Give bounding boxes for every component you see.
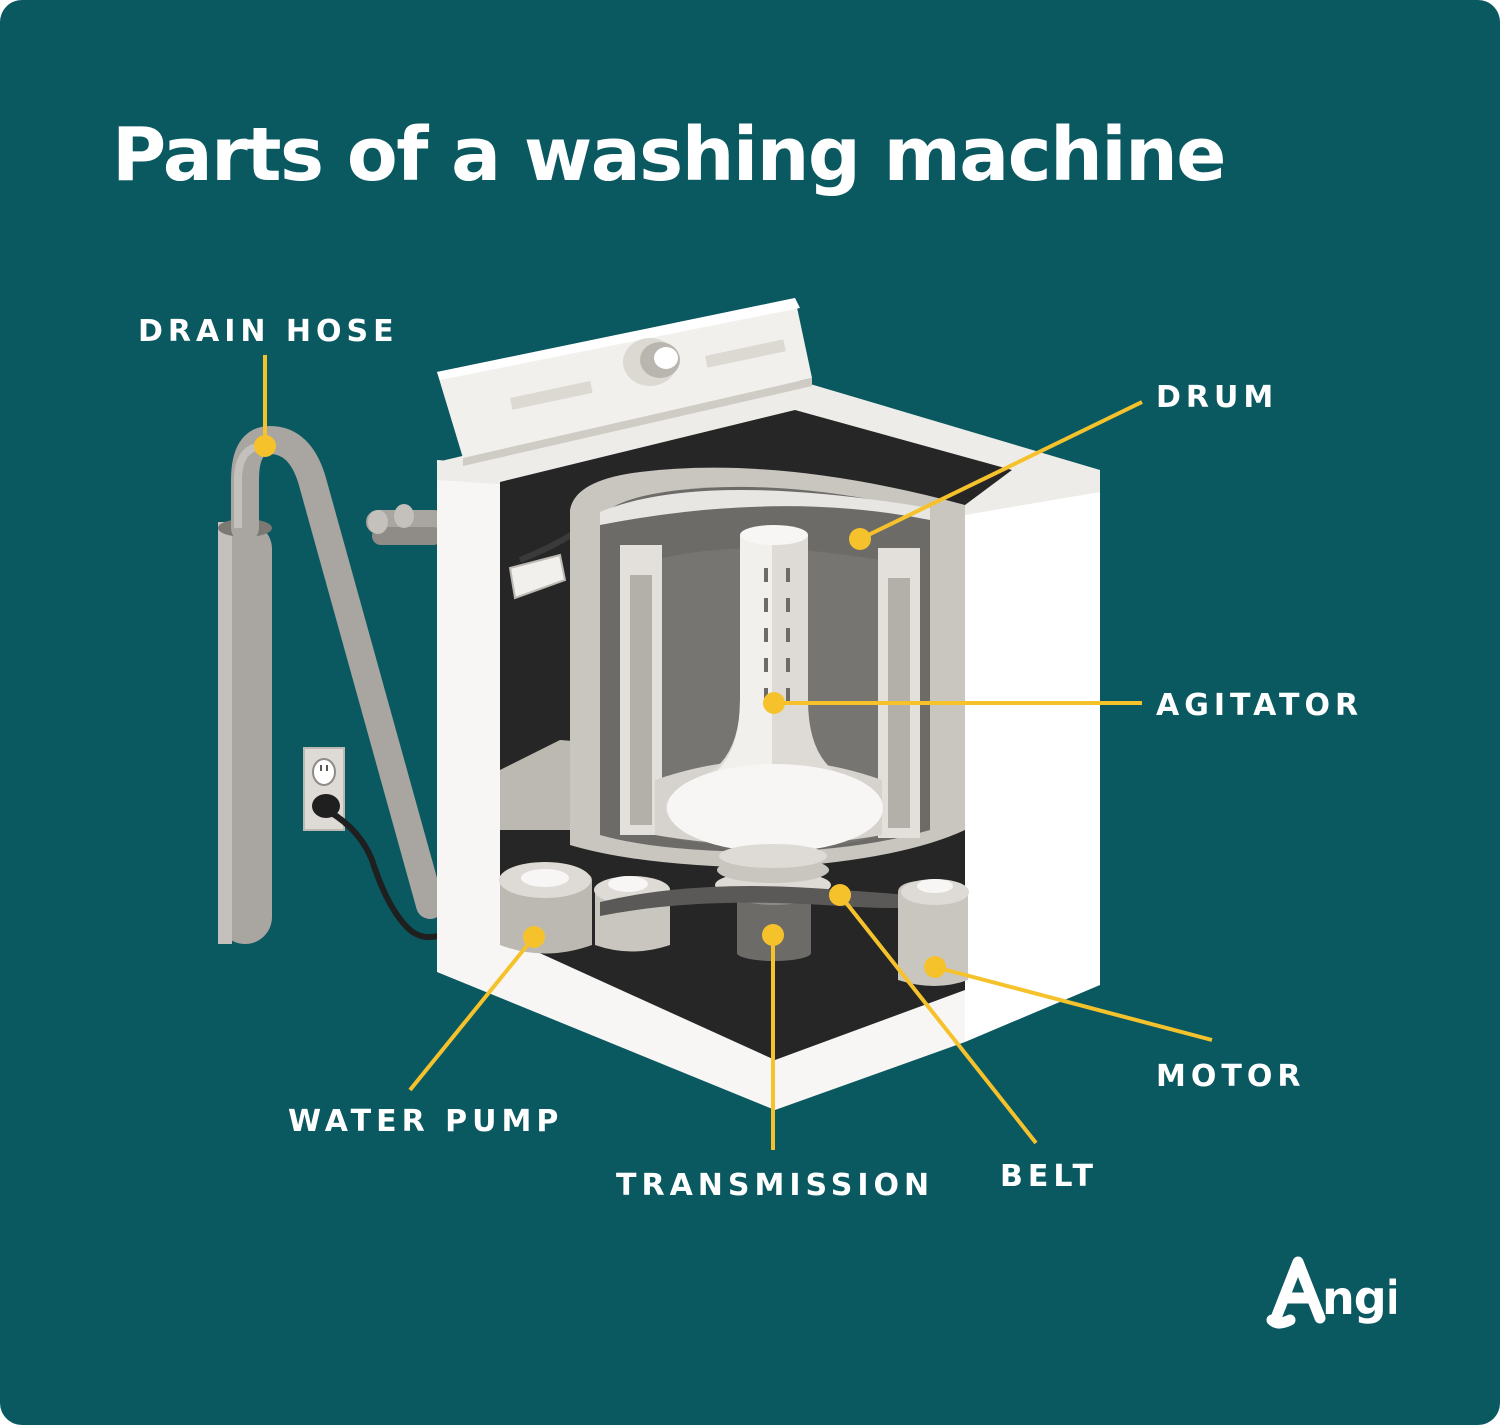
label-motor: MOTOR xyxy=(1156,1059,1305,1094)
drain-hose-dot xyxy=(254,435,276,457)
water-inlet-valves xyxy=(366,504,446,545)
angi-house-logo-icon: ngi xyxy=(1266,1256,1396,1329)
svg-text:ngi: ngi xyxy=(1322,1271,1396,1325)
belt-dot xyxy=(829,884,851,906)
water-pump-dot xyxy=(523,926,545,948)
belt-leader xyxy=(838,893,1038,1145)
label-agitator: AGITATOR xyxy=(1156,688,1363,723)
page-title: Parts of a washing machine xyxy=(112,112,1227,198)
drum-leader xyxy=(859,400,1143,541)
mechanics xyxy=(499,844,969,986)
motor-leader xyxy=(934,965,1213,1042)
motor-dot xyxy=(924,956,946,978)
label-transmission: TRANSMISSION xyxy=(616,1168,934,1203)
part-labels: DRAIN HOSE DRUM AGITATOR MOTOR WATER PUM… xyxy=(138,314,1363,1203)
transmission-dot xyxy=(762,924,784,946)
agitator-dot xyxy=(763,692,785,714)
label-water-pump: WATER PUMP xyxy=(288,1104,563,1139)
drum-dot xyxy=(849,528,871,550)
label-drain-hose: DRAIN HOSE xyxy=(138,314,399,349)
power-plug-icon xyxy=(312,794,439,941)
label-drum: DRUM xyxy=(1156,380,1278,415)
label-belt: BELT xyxy=(1000,1159,1098,1194)
callouts xyxy=(254,355,1213,1150)
water-pump-leader xyxy=(408,935,536,1092)
